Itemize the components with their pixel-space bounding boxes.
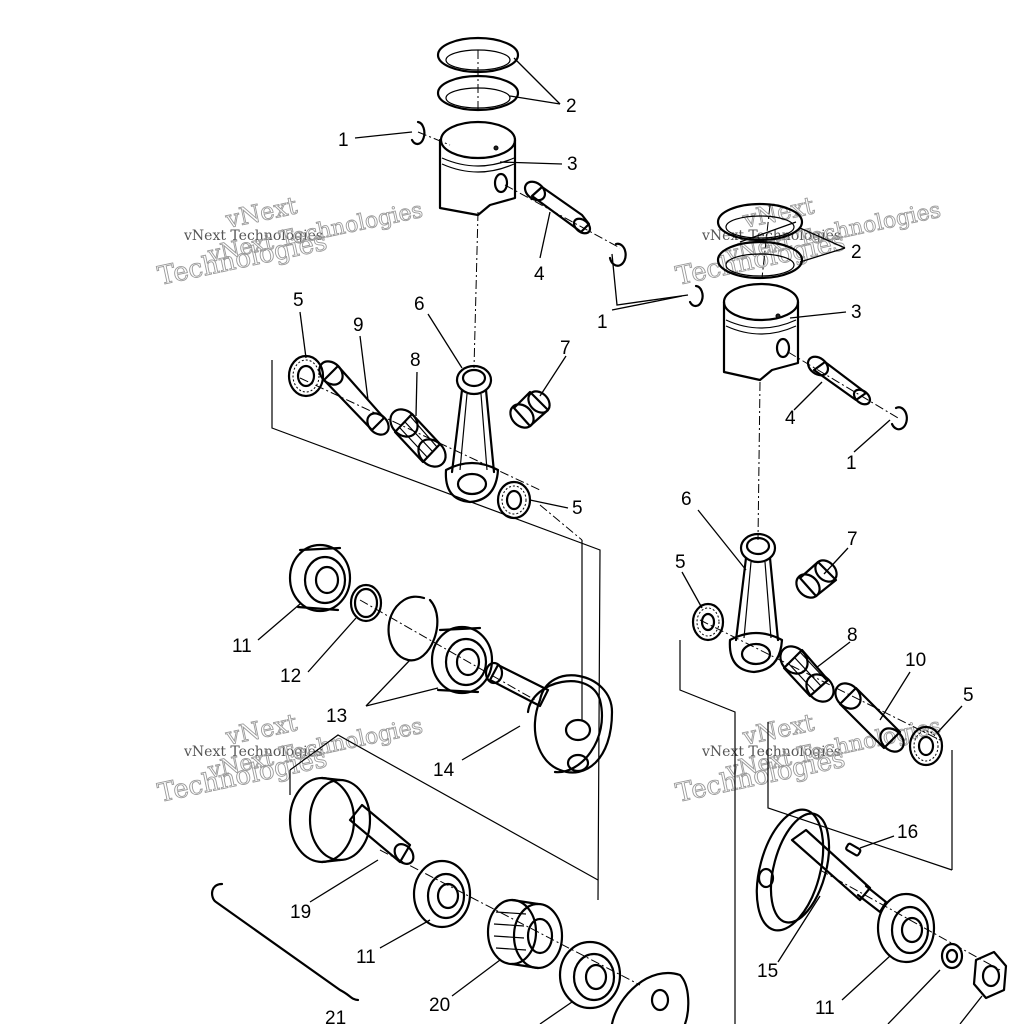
main-bearing-left-top <box>288 543 352 613</box>
crank-pin-right <box>834 682 905 753</box>
callout-8-right: 8 <box>847 625 858 646</box>
watermark-top-right: vNext vNext Technologies Technologies vN… <box>673 191 944 292</box>
callout-1-left-top: 1 <box>338 130 349 151</box>
crankshaft-half-19 <box>288 776 415 865</box>
callout-11-left-bottom: 11 <box>356 947 376 968</box>
callout-19: 19 <box>290 902 311 923</box>
washer-right-small <box>940 942 964 970</box>
main-bearing-13 <box>430 625 494 695</box>
callout-11-right: 11 <box>815 998 835 1019</box>
callout-10: 10 <box>905 650 926 671</box>
watermark-top-left: vNext vNext Technologies Technologies vN… <box>155 191 426 292</box>
wrist-pin-right <box>806 355 872 406</box>
callout-1-right: 1 <box>846 453 857 474</box>
svg-text:vNext Technologies: vNext Technologies <box>183 228 323 244</box>
crankshaft-half-bottom <box>610 972 690 1024</box>
needle-bearing-left-7 <box>509 390 551 429</box>
thrust-washer-right-a <box>691 602 725 642</box>
bracket-21 <box>210 882 360 1002</box>
thrust-washer-left-a <box>287 354 325 398</box>
callout-15: 15 <box>757 961 778 982</box>
wrist-pin-left <box>523 180 592 235</box>
circlip-left-top <box>410 120 426 145</box>
needle-bearing-left-8 <box>389 408 447 468</box>
callout-16: 16 <box>897 822 918 843</box>
nut-right <box>972 950 1008 1000</box>
callout-3-left: 3 <box>567 154 578 175</box>
callout-12: 12 <box>280 666 301 687</box>
callout-2-left: 2 <box>566 96 577 117</box>
crank-pin-left <box>318 360 390 436</box>
connecting-rod-left <box>444 364 500 504</box>
callout-7-right: 7 <box>847 529 858 550</box>
svg-text:vNext Technologies: vNext Technologies <box>701 744 841 760</box>
callout-labels: 1 2 3 4 1 5 9 8 6 7 5 11 12 13 14 19 11 … <box>232 96 974 1024</box>
svg-text:vNext Technologies: vNext Technologies <box>183 744 323 760</box>
circlip-left-mid <box>608 242 627 267</box>
crankshaft-half-14 <box>484 661 614 774</box>
leader-lines <box>257 57 983 1024</box>
callout-6-left: 6 <box>414 294 425 315</box>
piston-left <box>438 120 517 217</box>
callout-20: 20 <box>429 995 450 1016</box>
callout-7-left: 7 <box>560 338 571 359</box>
circlip-right-bottom <box>890 406 908 431</box>
piston-rings-left <box>436 36 520 112</box>
thrust-washer-left-b <box>496 480 532 520</box>
watermark-bottom-right: vNext vNext Technologies Technologies vN… <box>673 708 944 809</box>
piston-rings-right <box>716 202 804 280</box>
callout-5-left-a: 5 <box>293 290 304 311</box>
crank-hole-bottom <box>650 988 670 1012</box>
connecting-rod-right <box>728 532 784 674</box>
callout-21: 21 <box>325 1008 346 1024</box>
seal-20 <box>486 898 564 970</box>
thrust-washer-right-b <box>908 725 944 767</box>
piston-right <box>722 282 800 382</box>
callout-4-left: 4 <box>534 264 545 285</box>
snap-ring-12 <box>349 583 383 623</box>
callout-5-right-a: 5 <box>675 552 686 573</box>
callout-4-right: 4 <box>785 408 796 429</box>
needle-bearing-right-8 <box>779 645 835 703</box>
callout-5-left-b: 5 <box>572 498 583 519</box>
callout-1-mid: 1 <box>597 312 608 333</box>
callout-11-left-top: 11 <box>232 636 252 657</box>
callout-13: 13 <box>326 706 347 727</box>
crankshaft-half-15 <box>755 808 888 932</box>
callout-5-right-b: 5 <box>963 685 974 706</box>
woodruff-key-16 <box>845 842 862 857</box>
main-bearing-left-bottom <box>412 859 472 929</box>
callout-14: 14 <box>433 760 455 781</box>
callout-3-right: 3 <box>851 302 862 323</box>
assembly-centerlines <box>271 50 1001 1024</box>
callout-8-left: 8 <box>410 350 421 371</box>
snap-ring-13 <box>387 595 439 662</box>
main-bearing-right <box>876 892 936 964</box>
svg-text:vNext Technologies: vNext Technologies <box>701 228 841 244</box>
callout-2-right: 2 <box>851 242 862 263</box>
callout-9: 9 <box>353 315 364 336</box>
callout-6-right: 6 <box>681 489 692 510</box>
main-bearing-center-bottom <box>558 940 622 1010</box>
circlip-right-top <box>688 284 704 308</box>
